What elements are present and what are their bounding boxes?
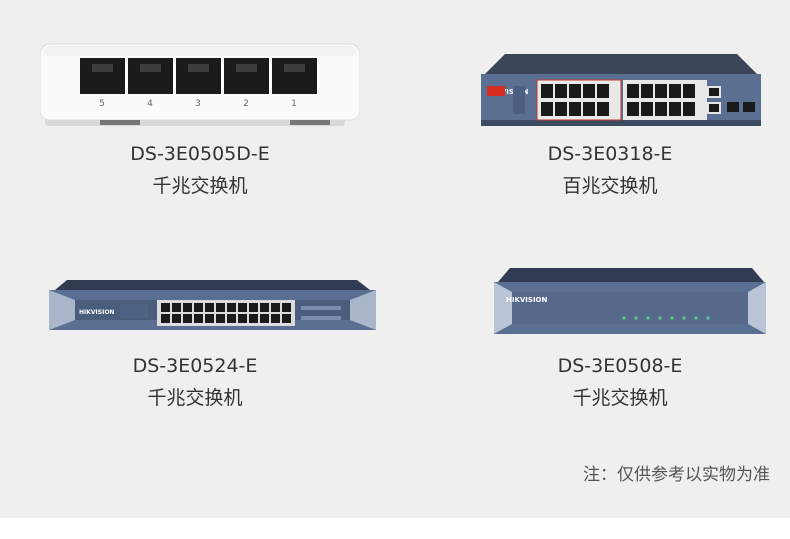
blue-switch-illustration: HIKVISION bbox=[481, 54, 761, 126]
product-type: 百兆交换机 bbox=[562, 175, 658, 197]
rack-switch-illustration: HIKVISION bbox=[49, 280, 376, 330]
brand-logo: HIKVISION bbox=[506, 296, 548, 304]
white-switch-illustration: 5 4 3 2 1 bbox=[39, 43, 361, 126]
uplink-ports bbox=[707, 86, 755, 114]
brand-logo: HIKVISION bbox=[79, 309, 114, 316]
product-image-switch-3: HIKVISION bbox=[45, 278, 380, 333]
product-type: 千兆交换机 bbox=[152, 175, 248, 197]
led-panel bbox=[513, 86, 525, 114]
rj45-port-grid bbox=[161, 303, 291, 323]
model-number: DS-3E0505D-E bbox=[130, 143, 270, 165]
port-number: 2 bbox=[243, 99, 249, 109]
rj45-port-group bbox=[80, 58, 317, 94]
port-number: 5 bbox=[99, 99, 105, 109]
brand-logo: HIKVISION bbox=[487, 88, 529, 96]
product-label: DS-3E0508-E 千兆交换机 bbox=[520, 350, 720, 414]
product-type: 千兆交换机 bbox=[147, 387, 243, 409]
product-label: DS-3E0318-E 百兆交换机 bbox=[510, 138, 710, 202]
product-label: DS-3E0505D-E 千兆交换机 bbox=[100, 138, 300, 202]
poe-port-block bbox=[536, 79, 707, 121]
product-image-switch-2: HIKVISION bbox=[475, 50, 765, 130]
status-led-row bbox=[622, 316, 710, 320]
model-number: DS-3E0508-E bbox=[557, 355, 683, 377]
model-number: DS-3E0524-E bbox=[132, 355, 258, 377]
port-number: 1 bbox=[291, 99, 297, 109]
port-number: 3 bbox=[195, 99, 201, 109]
product-type: 千兆交换机 bbox=[572, 387, 668, 409]
product-label: DS-3E0524-E 千兆交换机 bbox=[95, 350, 295, 414]
product-image-switch-4: HIKVISION bbox=[490, 262, 770, 337]
model-number: DS-3E0318-E bbox=[547, 143, 673, 165]
disclaimer-note: 注：仅供参考以实物为准 bbox=[583, 465, 770, 485]
product-image-switch-1: 5 4 3 2 1 bbox=[39, 40, 361, 130]
desktop-switch-illustration: HIKVISION bbox=[494, 268, 766, 334]
product-gallery: 5 4 3 2 1 DS-3E0505D-E 千兆交换机 HIKVISION bbox=[0, 0, 790, 518]
port-number: 4 bbox=[147, 99, 153, 109]
